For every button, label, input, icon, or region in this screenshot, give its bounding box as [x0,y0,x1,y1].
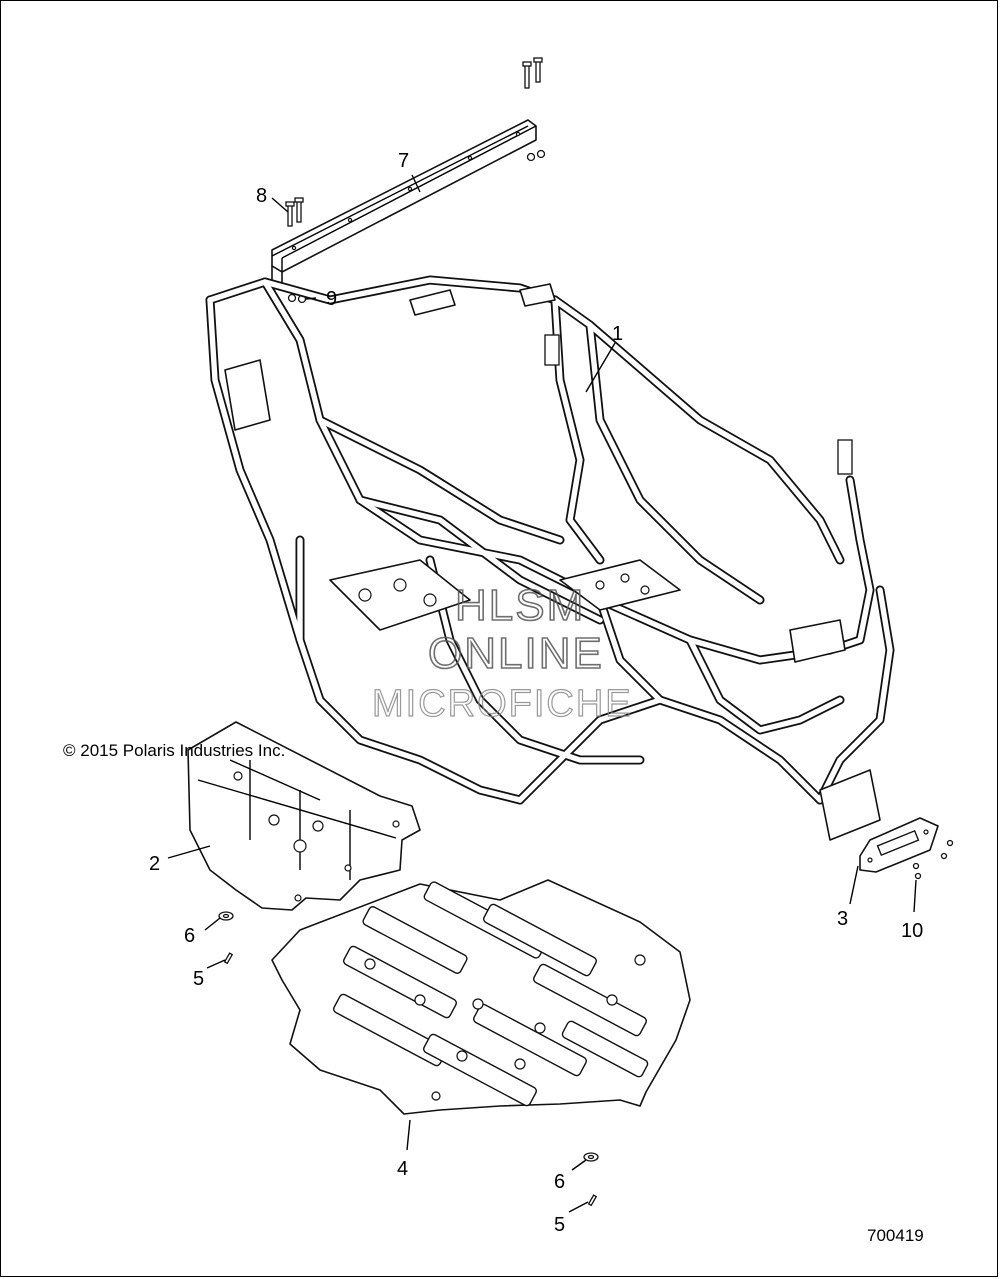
copyright-notice: © 2015 Polaris Industries Inc. [63,741,286,760]
callout-2: 2 [149,853,160,875]
callout-5-lower: 5 [554,1214,565,1236]
callout-7: 7 [398,150,409,172]
callout-10: 10 [901,920,923,942]
callout-6-lower: 6 [554,1171,565,1193]
leader-lines [167,174,917,1213]
callout-9: 9 [326,288,337,310]
washer-upper[interactable] [218,911,234,921]
skid-plate-holes [364,954,646,1101]
washer-lower[interactable] [583,1152,599,1162]
mount-plate-fasteners[interactable] [912,839,954,880]
callout-6-upper: 6 [184,925,195,947]
frame-tubes-inner [207,277,893,803]
cross-brace-bar[interactable] [271,119,537,287]
rear-mount-plate[interactable] [859,817,939,873]
bolt-pair-left[interactable] [285,197,304,227]
callout-4: 4 [397,1158,408,1180]
watermark-line-2: ONLINE [428,629,604,678]
screw-upper[interactable] [223,952,234,965]
watermark-line-3: MICROFICHE [372,683,633,725]
watermark-line-1: HLSM [455,581,585,630]
front-skid-plate[interactable] [187,721,421,911]
bolt-top-pair[interactable] [522,57,543,89]
skid-plate-slots [333,881,649,1107]
nut-pair-right[interactable] [526,149,546,162]
screw-lower[interactable] [587,1194,598,1207]
callout-5-upper: 5 [193,968,204,990]
callout-1: 1 [612,323,623,345]
diagram-number: 700419 [867,1226,924,1245]
callout-numbers: 1 2 3 4 5 5 6 6 7 8 9 10 [149,150,923,1236]
frame-plates [224,283,881,841]
main-skid-plate[interactable] [271,879,691,1115]
main-frame[interactable] [205,275,895,841]
callout-3: 3 [837,908,848,930]
watermark: HLSM ONLINE MICROFICHE [371,580,633,725]
callout-8: 8 [256,185,267,207]
